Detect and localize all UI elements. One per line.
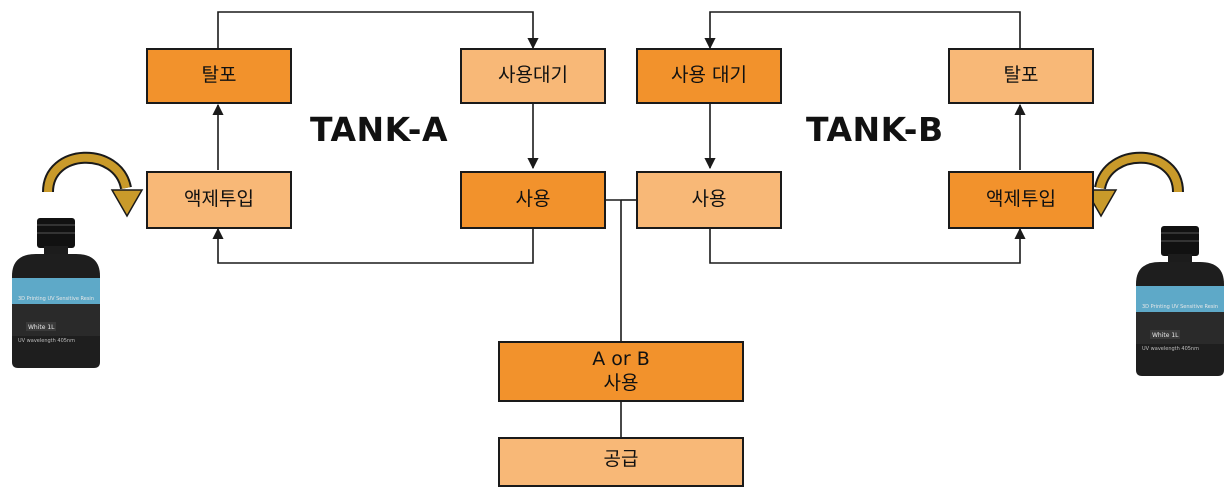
merge-line1: A or B bbox=[592, 347, 650, 370]
arrow-a-use-to-inject bbox=[212, 227, 534, 264]
tank-b-standby-box: 사용 대기 bbox=[636, 48, 782, 104]
bottle-left-label-top: 3D Printing UV Sensitive Resin bbox=[18, 296, 94, 302]
tank-a-standby-label: 사용대기 bbox=[498, 64, 568, 87]
bottle-right-label-bottom: UV wavelength 405nm bbox=[1142, 346, 1199, 352]
tank-a-degas-label: 탈포 bbox=[201, 64, 237, 87]
bottle-left-label-name: White 1L bbox=[28, 324, 55, 331]
tank-a-use-box: 사용 bbox=[460, 171, 606, 229]
tank-b-standby-label: 사용 대기 bbox=[671, 64, 747, 87]
bottle-right-label-top: 3D Printing UV Sensitive Resin bbox=[1142, 304, 1218, 310]
tank-a-inject-label: 액제투입 bbox=[184, 188, 254, 211]
tank-b-title: TANK-B bbox=[806, 110, 944, 149]
tank-a-title: TANK-A bbox=[310, 110, 449, 149]
merge-line2: 사용 bbox=[603, 371, 639, 394]
tank-b-inject-label: 액제투입 bbox=[986, 188, 1056, 211]
tank-b-use-label: 사용 bbox=[691, 188, 727, 211]
tank-b-degas-label: 탈포 bbox=[1003, 64, 1039, 87]
arrow-b-degas-to-standby bbox=[704, 11, 1021, 50]
arrow-b-use-to-inject bbox=[709, 227, 1026, 264]
tank-b-degas-box: 탈포 bbox=[948, 48, 1094, 104]
tank-b-use-box: 사용 bbox=[636, 171, 782, 229]
curved-pour-arrow-left-head bbox=[110, 189, 144, 218]
merge-a-or-b-box: A or B 사용 bbox=[498, 341, 744, 402]
resin-bottle-left: 3D Printing UV Sensitive Resin White 1L … bbox=[12, 218, 100, 368]
supply-label: 공급 bbox=[603, 448, 639, 470]
tank-a-standby-box: 사용대기 bbox=[460, 48, 606, 104]
bottle-left-label-bottom: UV wavelength 405nm bbox=[18, 338, 75, 344]
tank-b-inject-box: 액제투입 bbox=[948, 171, 1094, 229]
supply-box: 공급 bbox=[498, 437, 744, 487]
tank-a-use-label: 사용 bbox=[515, 188, 551, 211]
tank-a-inject-box: 액제투입 bbox=[146, 171, 292, 229]
arrow-a-degas-to-standby bbox=[217, 11, 539, 50]
bottle-right-label-name: White 1L bbox=[1152, 332, 1179, 339]
tank-a-degas-box: 탈포 bbox=[146, 48, 292, 104]
resin-bottle-right: 3D Printing UV Sensitive Resin White 1L … bbox=[1136, 226, 1224, 376]
